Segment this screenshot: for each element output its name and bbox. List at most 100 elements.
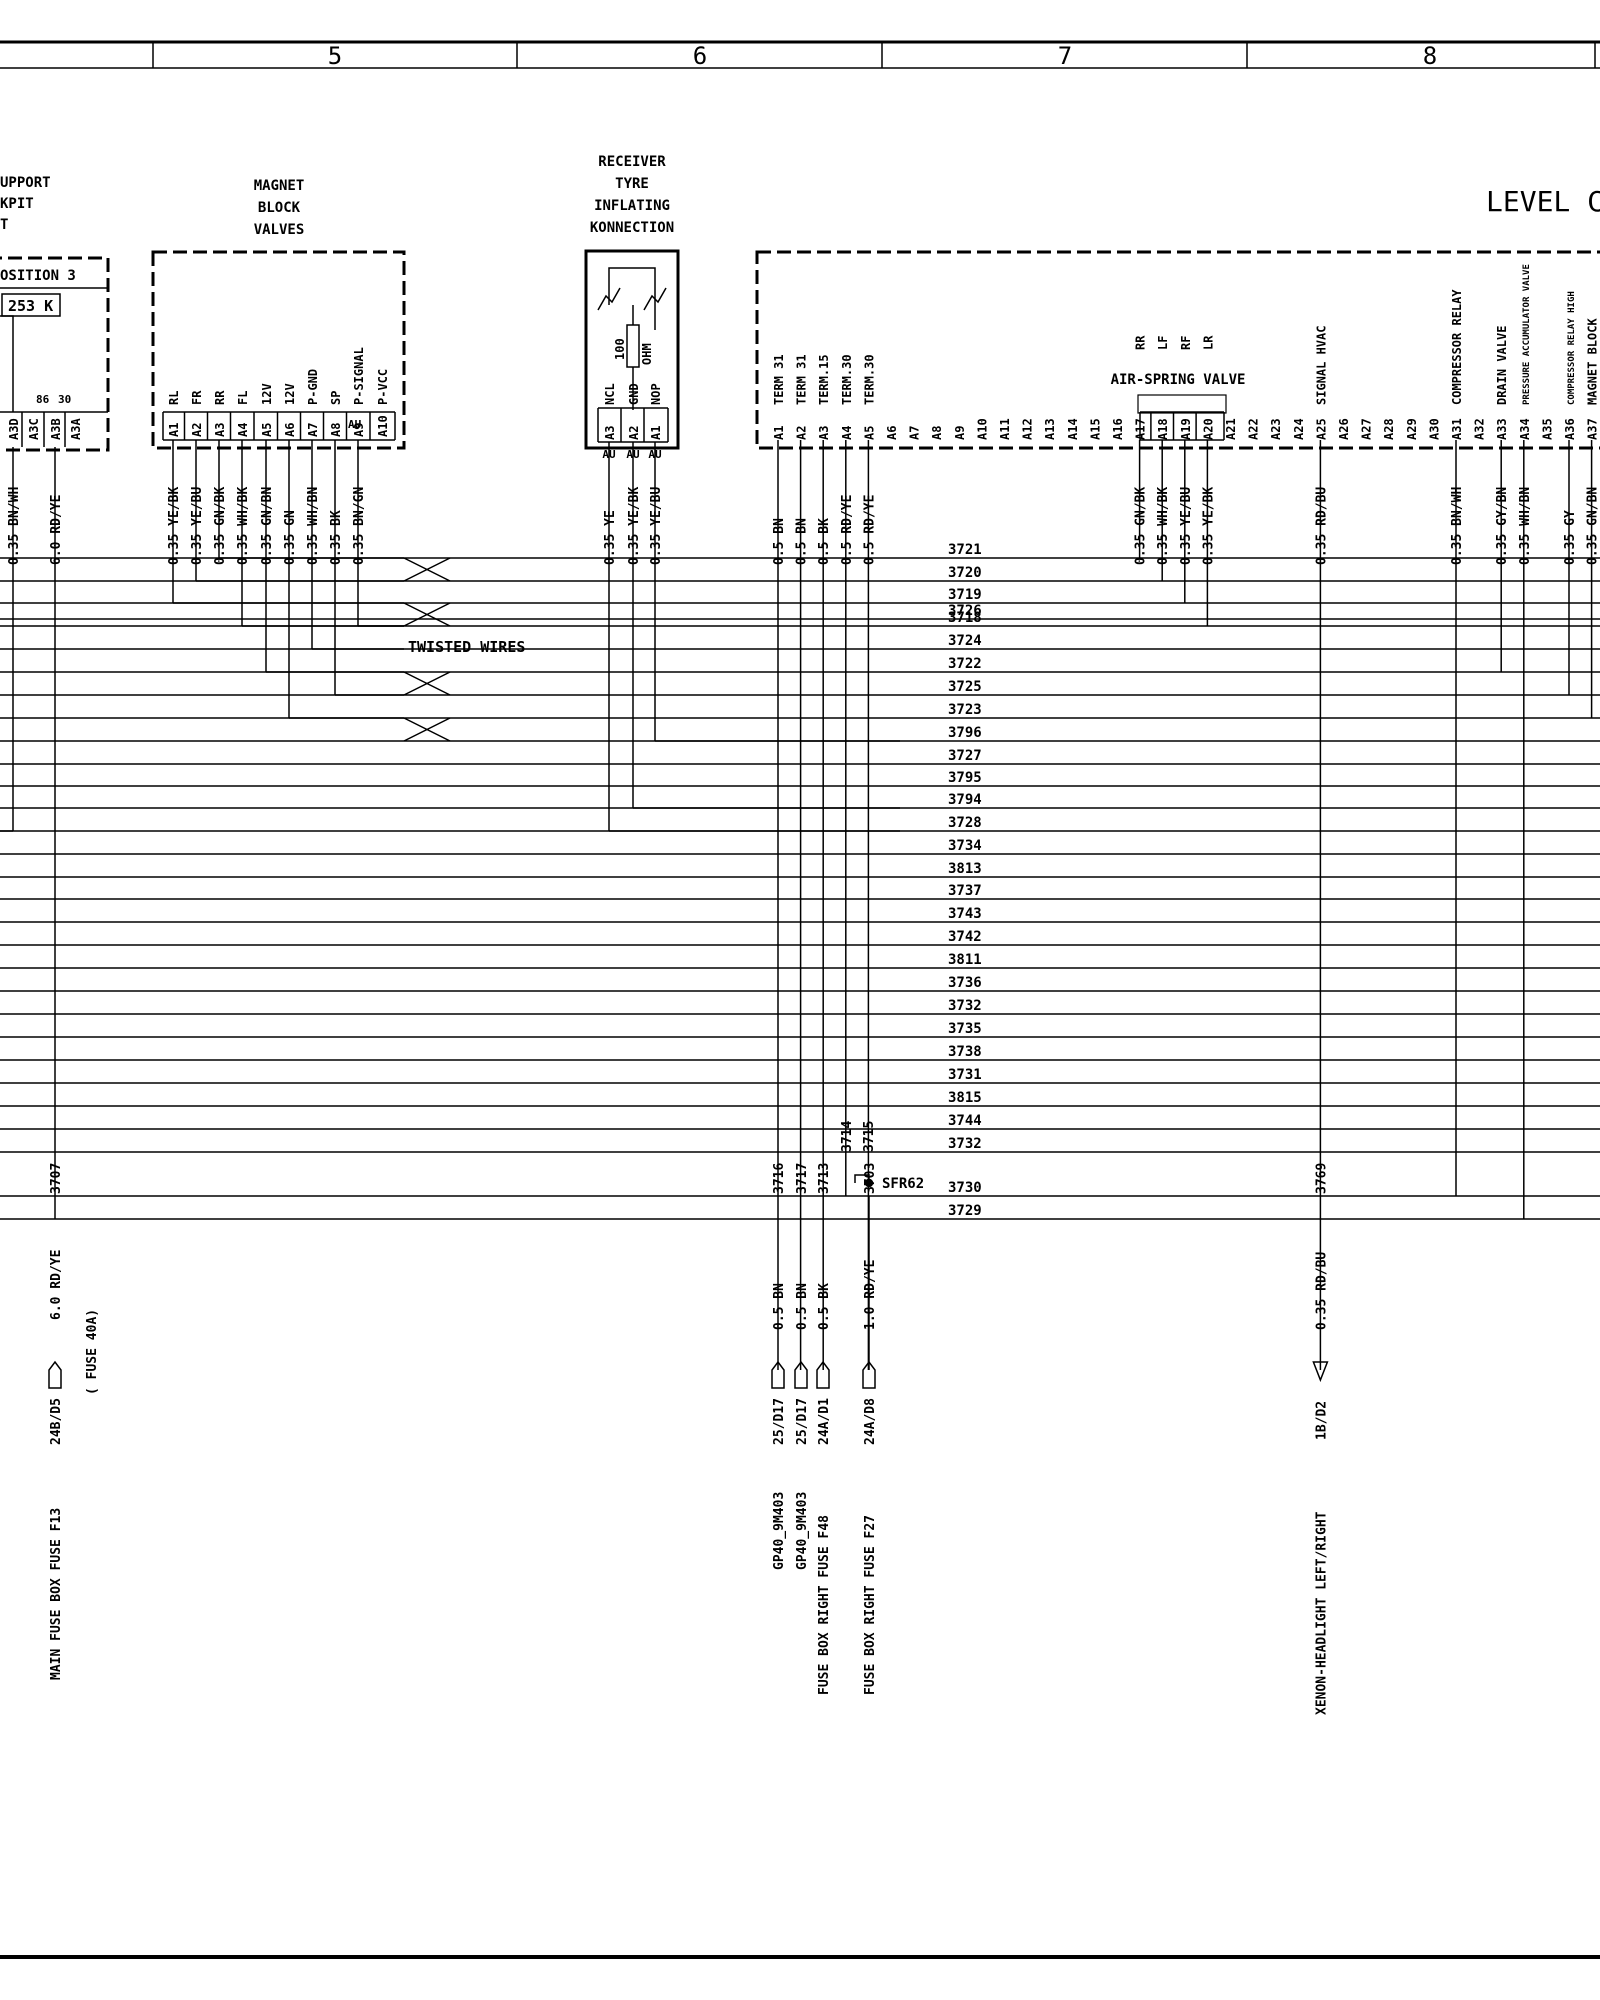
level-right-wire-label: 0.35 WH/BN	[1518, 487, 1533, 565]
term-circuit: 3703	[863, 1163, 878, 1194]
level-pin-name: MAGNET BLOCK	[1586, 318, 1600, 405]
level-pin: A14	[1066, 418, 1080, 440]
level-pin-name: TERM 31	[795, 354, 809, 405]
circuit-number: 3732	[948, 998, 982, 1014]
circuit-number: 3720	[948, 565, 982, 581]
level-control-box	[755, 250, 1600, 450]
level-pin: A34	[1518, 418, 1532, 440]
level-pin-name: TERM.15	[817, 354, 831, 405]
level-pin-name: LR	[1201, 335, 1215, 350]
hvac-wire-label: 0.35 RD/BU	[1314, 487, 1329, 565]
circuit-number: 3730	[948, 1180, 982, 1196]
term-dest-wire-label: 0.5 BN	[772, 1283, 787, 1330]
circuit-number: 3735	[948, 1021, 982, 1037]
magnet-wire-label: 0.35 WH/BN	[306, 487, 321, 565]
circuit-number: 3738	[948, 1044, 982, 1060]
magnet-pin-name: 12V	[260, 383, 274, 405]
support-pin-name: 86	[36, 393, 50, 406]
connector-icon	[794, 1360, 808, 1389]
magnet-wire-label: 0.35 YE/BU	[190, 487, 205, 565]
air-spring-bracket	[1137, 394, 1227, 414]
level-pin: A25	[1314, 418, 1328, 440]
circuit-number: 3737	[948, 883, 982, 899]
level-pin: A33	[1495, 418, 1509, 440]
level-pin: A32	[1473, 418, 1487, 440]
air-spring-group-label: AIR-SPRING VALVE	[1111, 372, 1246, 388]
circuit-number: 3734	[948, 838, 982, 854]
circuit-number: 3744	[948, 1113, 982, 1129]
magnet-pin: A4	[236, 423, 250, 437]
connector-icon	[816, 1360, 830, 1389]
receiver-note: AU	[626, 448, 640, 461]
receiver-wire-label: 0.35 YE	[603, 510, 618, 565]
support-code: 253 K	[8, 297, 53, 315]
level-pin: A3	[817, 426, 831, 440]
support-code-box	[1, 293, 61, 317]
support-title: UPPORT	[0, 175, 51, 191]
support-inner-line	[0, 315, 14, 412]
level-right-wire-label: 0.35 GY	[1563, 510, 1578, 565]
level-pin: A36	[1563, 418, 1577, 440]
term-destination: FUSE BOX RIGHT FUSE F48	[817, 1515, 832, 1695]
magnet-pin: A3	[213, 423, 227, 437]
circuit-number: 3813	[948, 861, 982, 877]
twisted-wire	[403, 717, 451, 742]
resistor-unit: OHM	[640, 343, 654, 365]
level-pin: A31	[1450, 418, 1464, 440]
connector-icon	[48, 1360, 62, 1389]
circuit-number: 3726	[948, 603, 982, 619]
receiver-resistor	[626, 324, 640, 368]
term-connector: 25/D17	[795, 1398, 810, 1445]
level-pin-name: SIGNAL HVAC	[1314, 326, 1328, 405]
circuit-number: 3732	[948, 1136, 982, 1152]
fuse-connector: 24B/D5	[49, 1398, 64, 1445]
level-right-wire-label: 0.35 BN/WH	[1450, 487, 1465, 565]
air-spring-wire-label: 0.35 YE/BU	[1179, 487, 1194, 565]
circuit-number: 3815	[948, 1090, 982, 1106]
support-pin: A3B	[49, 418, 63, 440]
receiver-pin: A3	[603, 426, 617, 440]
circuit-number: 3723	[948, 702, 982, 718]
term-wire-label: 0.5 RD/YE	[840, 495, 855, 565]
circuit-number: 3722	[948, 656, 982, 672]
twisted-wire	[403, 671, 451, 696]
air-spring-wire-label: 0.35 YE/BK	[1201, 487, 1216, 565]
magnet-pin: A1	[167, 423, 181, 437]
term-circuit: 3717	[795, 1163, 810, 1194]
hvac-destination: XENON-HEADLIGHT LEFT/RIGHT	[1314, 1511, 1329, 1715]
level-pin: A2	[795, 426, 809, 440]
circuit-number: 3724	[948, 633, 982, 649]
receiver-pin-name: NOP	[649, 383, 663, 405]
level-pin: A29	[1405, 418, 1419, 440]
circuit-number: 3719	[948, 587, 982, 603]
level-pin-name: PRESSURE ACCUMULATOR VALVE	[1522, 264, 1532, 405]
circuit-number: 3736	[948, 975, 982, 991]
receiver-pin-name: NCL	[603, 383, 617, 405]
magnet-pin-name: P-SIGNAL	[352, 347, 366, 405]
level-pin: A26	[1337, 418, 1351, 440]
receiver-internal	[608, 267, 656, 305]
air-spring-wire-label: 0.35 GN/BK	[1134, 487, 1149, 565]
level-pin-name: TERM.30	[862, 354, 876, 405]
magnet-pin-name: FL	[236, 391, 250, 405]
magnet-pin: A6	[283, 423, 297, 437]
level-pin: A10	[975, 418, 989, 440]
term-wire-label: 0.5 RD/YE	[862, 495, 877, 565]
magnet-pin-name: SP	[329, 391, 343, 405]
resistor-value: 100	[613, 338, 627, 360]
level-pin-name: TERM 31	[772, 354, 786, 405]
magnet-pin-name: P-VCC	[376, 369, 390, 405]
magnet-wire-label: 0.35 BK	[329, 510, 344, 565]
magnet-pin-name: RL	[167, 391, 181, 405]
level-pin: A1	[772, 426, 786, 440]
receiver-note: AU	[602, 448, 616, 461]
receiver-box	[584, 249, 680, 450]
level-pin-name: COMPRESSOR RELAY HIGH	[1567, 291, 1577, 405]
column-number: 5	[328, 42, 342, 70]
term-connector: 24A/D1	[817, 1398, 832, 1445]
magnet-pin: A5	[260, 423, 274, 437]
hvac-connector: 1B/D2	[1314, 1401, 1329, 1440]
drawing-frame	[0, 40, 1600, 1959]
circuit-number: 3731	[948, 1067, 982, 1083]
fuse-destination: MAIN FUSE BOX FUSE F13	[49, 1508, 64, 1680]
